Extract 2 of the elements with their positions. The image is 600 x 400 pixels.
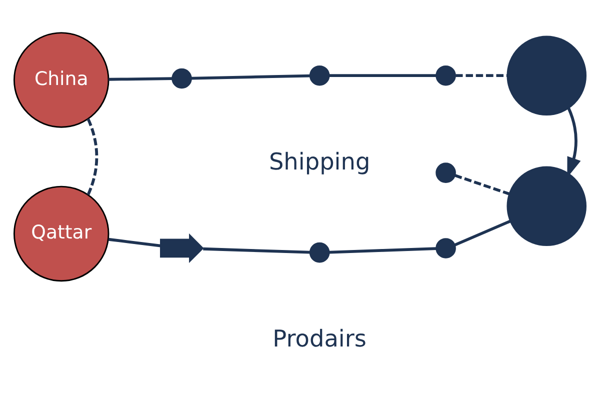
label: Prodairs bbox=[272, 326, 367, 353]
label: Shipping bbox=[268, 148, 370, 176]
